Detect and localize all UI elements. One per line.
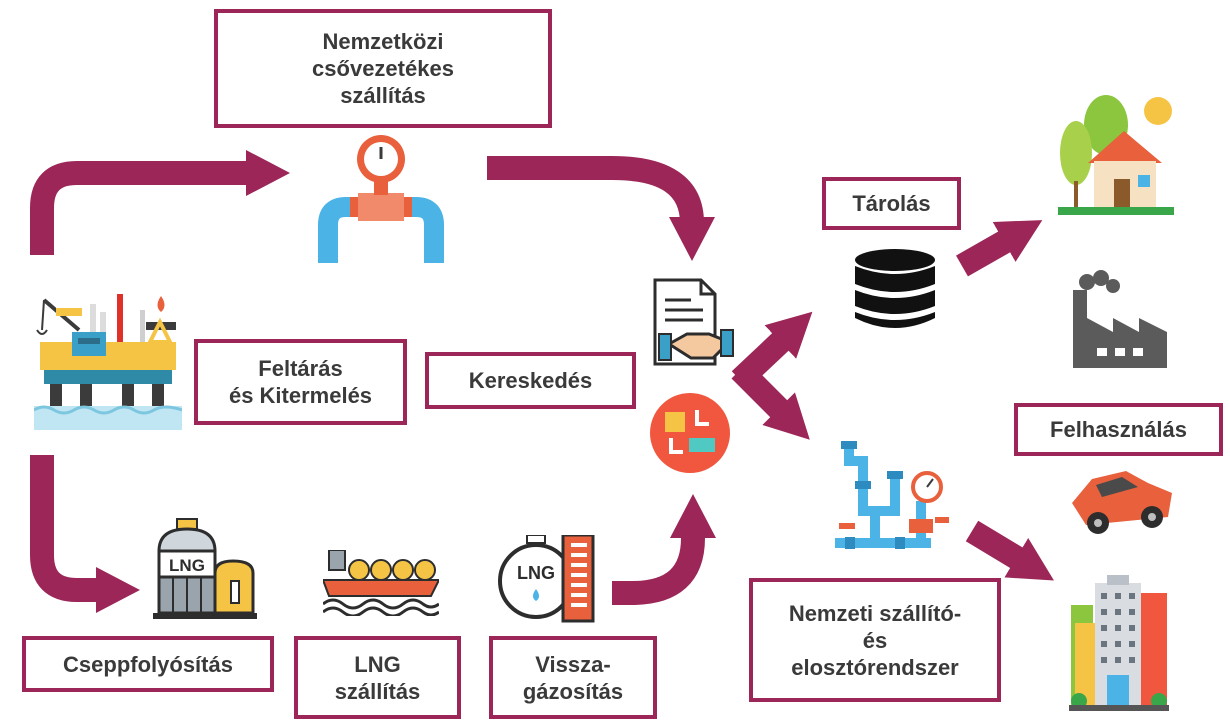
arrow-pipeline-to-trading: [487, 156, 715, 261]
exchange-icon: [650, 393, 730, 473]
label-consumption: Felhasználás: [1014, 403, 1223, 456]
pipeline-gauge-icon: [318, 135, 444, 263]
label-lng-transport: LNG szállítás: [294, 636, 461, 719]
lng-regas-label: LNG: [517, 563, 555, 583]
arrow-regasification-to-trading: [612, 494, 716, 605]
contract-handshake-icon: [653, 278, 734, 366]
factory-icon: [1073, 270, 1167, 368]
lng-tank-icon: LNG: [153, 518, 257, 619]
distribution-pipes-icon: [835, 441, 949, 549]
arrow-trading-to-grid: [731, 361, 810, 440]
database-icon: [855, 249, 935, 328]
arrow-exploration-to-liquefaction: [30, 455, 140, 613]
buildings-icon: [1069, 575, 1169, 711]
lng-tank-label: LNG: [169, 556, 205, 575]
arrow-storage-to-house: [956, 220, 1043, 277]
label-storage: Tárolás: [822, 177, 961, 230]
label-trading: Kereskedés: [425, 352, 636, 409]
car-icon: [1072, 471, 1172, 534]
label-liquefaction: Cseppfolyósítás: [22, 636, 274, 692]
regasification-icon: LNG: [498, 535, 595, 623]
arrow-exploration-to-pipeline: [30, 150, 290, 255]
offshore-platform-icon: [34, 294, 182, 430]
house-icon: [1058, 95, 1174, 215]
label-pipeline-transport: Nemzetközi csővezetékes szállítás: [214, 9, 552, 128]
label-exploration-production: Feltárás és Kitermelés: [194, 339, 407, 425]
label-regasification: Vissza- gázosítás: [489, 636, 657, 719]
arrow-grid-to-buildings: [965, 520, 1054, 581]
label-national-grid: Nemzeti szállító- és elosztórendszer: [749, 578, 1001, 702]
lng-ship-icon: [323, 550, 439, 616]
